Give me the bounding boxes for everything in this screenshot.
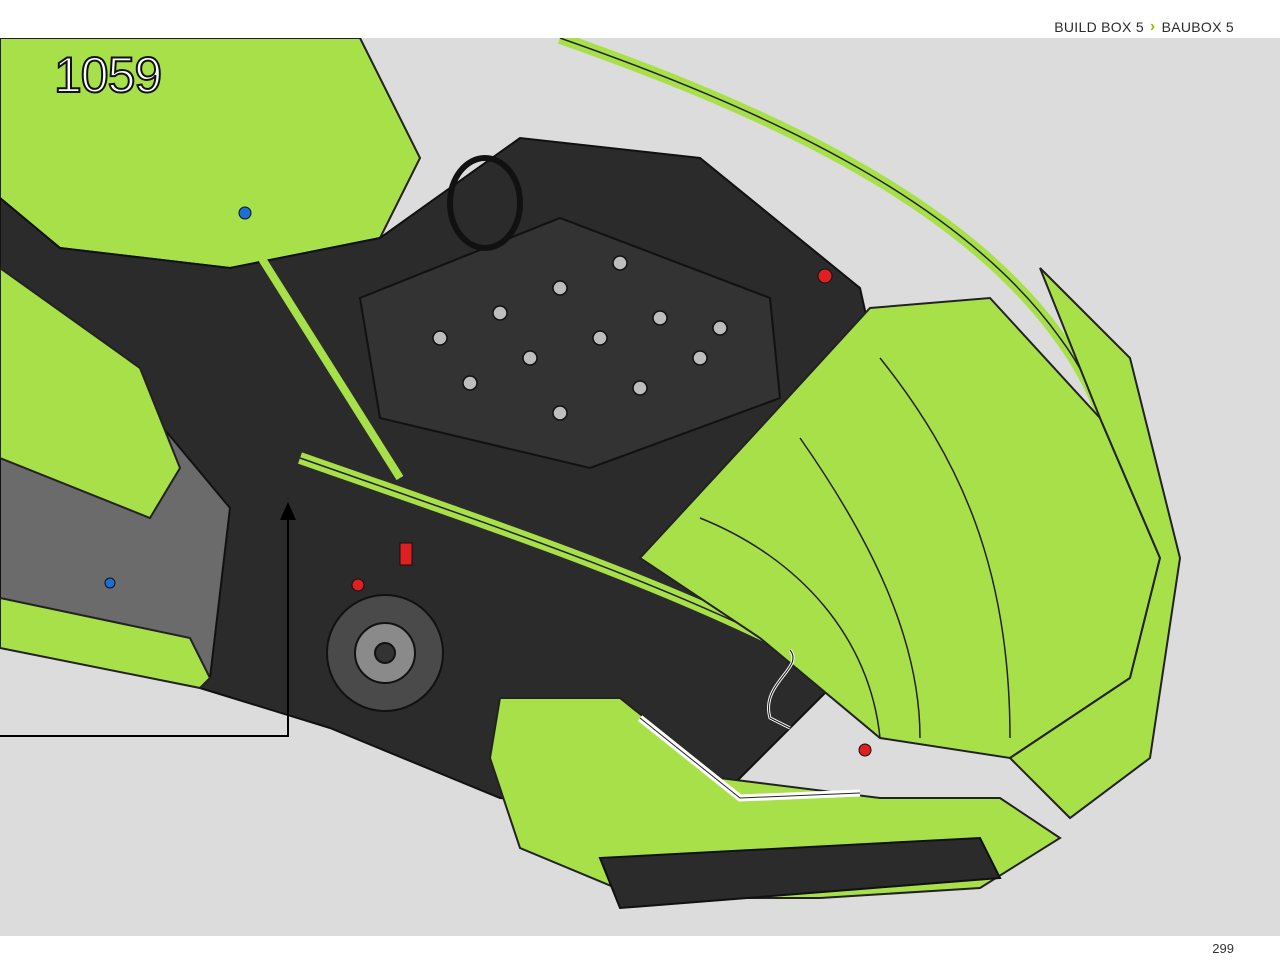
- pillar-rod: [226, 205, 404, 481]
- side-panel-left: [0, 266, 182, 520]
- engine-block: [358, 216, 782, 470]
- chevron-right-icon: ›: [1149, 18, 1156, 35]
- right-fender: [1008, 267, 1182, 820]
- steering-wheel: [447, 155, 523, 251]
- build-box-de: BAUBOX 5: [1161, 19, 1234, 35]
- hood-lines: [699, 357, 1011, 739]
- build-box-header: BUILD BOX 5 › BAUBOX 5: [1054, 18, 1234, 36]
- callout-line: [0, 508, 289, 737]
- instruction-panel: 1059: [0, 38, 1280, 936]
- side-skirt-left: [0, 596, 212, 690]
- build-box-en: BUILD BOX 5: [1054, 19, 1144, 35]
- page-number: 299: [1212, 941, 1234, 956]
- engine-holes: [432, 255, 728, 421]
- callout-arrowhead: [280, 502, 296, 520]
- front-splitter: [598, 836, 1002, 910]
- colored-pins: [104, 206, 872, 757]
- step-number: 1059: [53, 46, 163, 104]
- car-model-illustration: [0, 38, 1182, 910]
